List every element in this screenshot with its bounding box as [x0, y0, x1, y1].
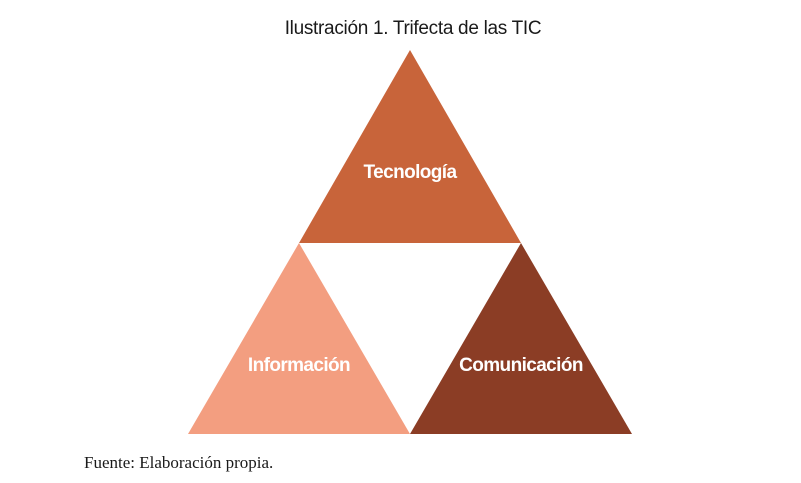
- triangle-label-informacion: Información: [248, 355, 350, 376]
- triangle-shape: [410, 243, 632, 434]
- triangle-shape: [188, 243, 410, 434]
- triangle-label-comunicacion: Comunicación: [459, 355, 583, 376]
- triangle-label-tecnologia: Tecnología: [364, 162, 458, 183]
- triangle-shape: [299, 50, 521, 243]
- triangle-comunicacion: Comunicación: [410, 243, 632, 434]
- figure-source: Fuente: Elaboración propia.: [84, 453, 274, 472]
- triangle-informacion: Información: [188, 243, 410, 434]
- figure-title: Ilustración 1. Trifecta de las TIC: [284, 18, 542, 39]
- triangle-tecnologia: Tecnología: [299, 50, 521, 243]
